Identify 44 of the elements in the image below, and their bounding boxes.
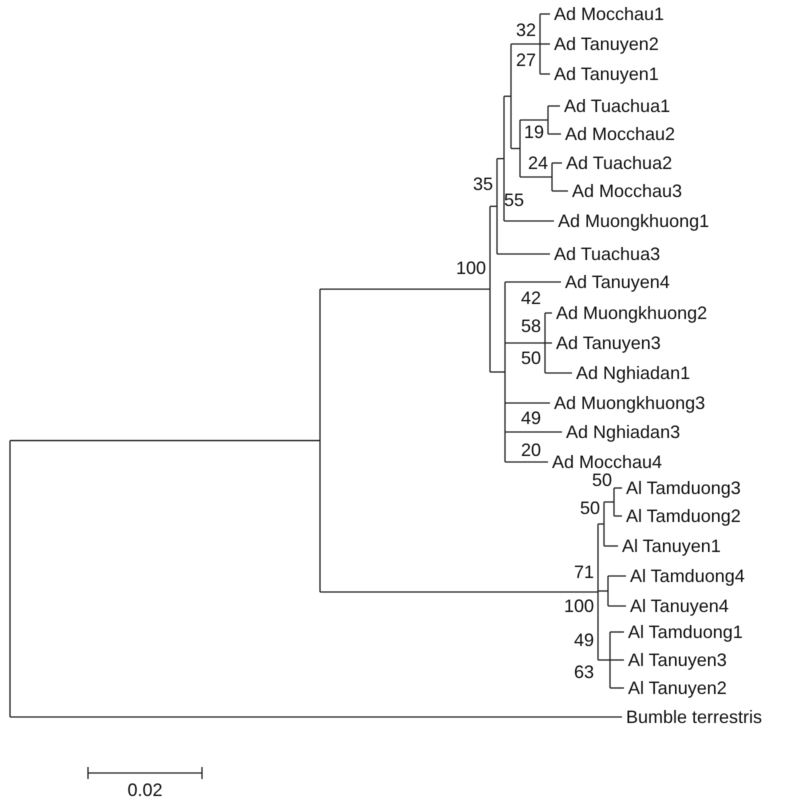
bootstrap-value: 20 (520, 440, 541, 460)
taxon-label: Ad Muongkhuong2 (556, 303, 708, 323)
bootstrap-value: 71 (574, 562, 594, 582)
scale-label: 0.02 (127, 780, 163, 800)
taxon-label: Bumble terrestris (626, 707, 762, 727)
bootstrap-value: 42 (520, 288, 541, 308)
taxon-label: Ad Muongkhuong3 (554, 393, 706, 413)
bootstrap-value: 19 (524, 122, 544, 142)
taxon-label: Ad Tuachua1 (564, 96, 670, 116)
taxon-label: Ad Muongkhuong1 (558, 211, 710, 231)
bootstrap-value: 49 (520, 408, 541, 428)
taxon-label: Al Tamduong1 (628, 622, 743, 642)
taxon-label: Ad Nghiadan1 (576, 363, 690, 383)
taxon-label: Ad Mocchau3 (572, 181, 682, 201)
taxon-label: Ad Tanuyen4 (565, 272, 670, 292)
bootstrap-value: 50 (520, 348, 541, 368)
taxon-label: Ad Mocchau2 (565, 124, 676, 144)
taxon-label: Al Tamduong2 (626, 506, 741, 526)
taxon-label: Ad Mocchau1 (554, 4, 664, 24)
taxon-label: Al Tanuyen1 (622, 536, 721, 556)
taxon-label: Ad Tanuyen2 (554, 34, 659, 54)
bootstrap-value: 27 (516, 50, 536, 70)
bootstrap-value: 63 (574, 662, 594, 682)
bootstrap-value: 32 (516, 20, 536, 40)
taxon-label: Ad Tanuyen3 (556, 333, 661, 353)
bootstrap-value: 35 (472, 174, 493, 194)
taxon-label: Al Tanuyen2 (628, 678, 727, 698)
taxon-label: Ad Tuachua2 (566, 153, 672, 173)
bootstrap-value: 100 (456, 258, 486, 278)
taxon-label: Al Tanuyen4 (630, 596, 729, 616)
bootstrap-value: 100 (564, 596, 594, 616)
bootstrap-value: 50 (580, 498, 600, 518)
bootstrap-value: 24 (528, 153, 548, 173)
taxon-label: Ad Mocchau4 (552, 452, 662, 472)
taxon-label: Ad Tanuyen1 (554, 64, 659, 84)
taxon-label: Al Tamduong3 (626, 478, 741, 498)
bootstrap-value: 58 (520, 316, 541, 336)
taxon-label: Ad Nghiadan3 (566, 422, 680, 442)
bootstrap-value: 49 (574, 630, 594, 650)
bootstrap-value: 50 (592, 470, 612, 490)
taxon-label: Al Tanuyen3 (628, 650, 727, 670)
bootstrap-value: 55 (504, 190, 524, 210)
taxon-label: Al Tamduong4 (630, 566, 745, 586)
taxon-label: Ad Tuachua3 (554, 244, 660, 264)
